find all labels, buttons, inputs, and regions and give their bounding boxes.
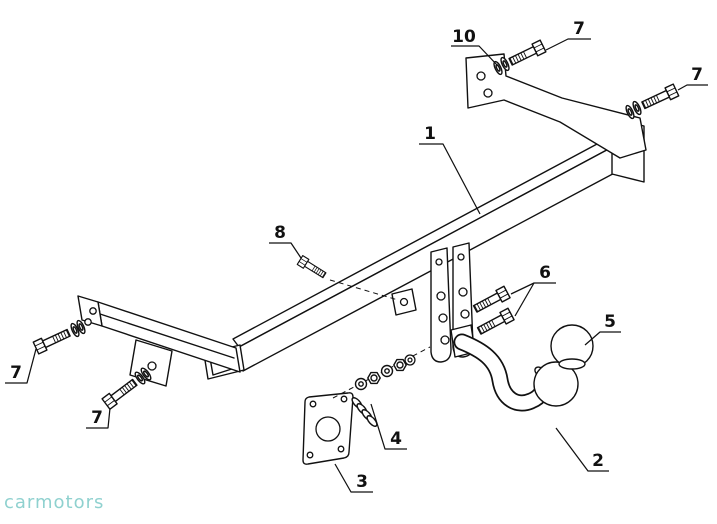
bolt-6-lower <box>475 307 515 338</box>
callout-5: 5 <box>604 312 616 332</box>
ball-cover <box>550 324 594 370</box>
callout-7-right: 7 <box>691 65 703 85</box>
callout-10: 10 <box>452 27 476 47</box>
top-mounting-bracket <box>465 53 647 159</box>
callouts: 10 7 7 1 8 6 5 7 7 4 2 3 <box>10 19 703 492</box>
callout-7-left-upper: 7 <box>10 363 22 383</box>
callout-6: 6 <box>539 263 551 283</box>
bolt-7-right <box>623 83 680 121</box>
callout-1: 1 <box>424 124 436 144</box>
callout-4: 4 <box>390 429 402 449</box>
bolt-7-left-lower <box>101 366 154 410</box>
callout-8: 8 <box>274 223 286 243</box>
bolt-7-left-upper <box>32 318 88 355</box>
callout-7-left-lower: 7 <box>91 408 103 428</box>
callout-3: 3 <box>356 472 368 492</box>
callout-7-top: 7 <box>573 19 585 39</box>
beam-tab <box>391 288 417 316</box>
socket-plate <box>302 392 354 465</box>
tow-ball <box>450 324 579 412</box>
bolt8-axis <box>329 279 399 301</box>
watermark: carmotors <box>4 492 104 513</box>
spring <box>351 397 378 427</box>
left-mounting-bracket <box>77 295 241 387</box>
leader-lines <box>5 38 708 493</box>
fastener-stack <box>332 346 431 399</box>
callout-2: 2 <box>592 451 604 471</box>
bolt-8 <box>296 255 328 281</box>
